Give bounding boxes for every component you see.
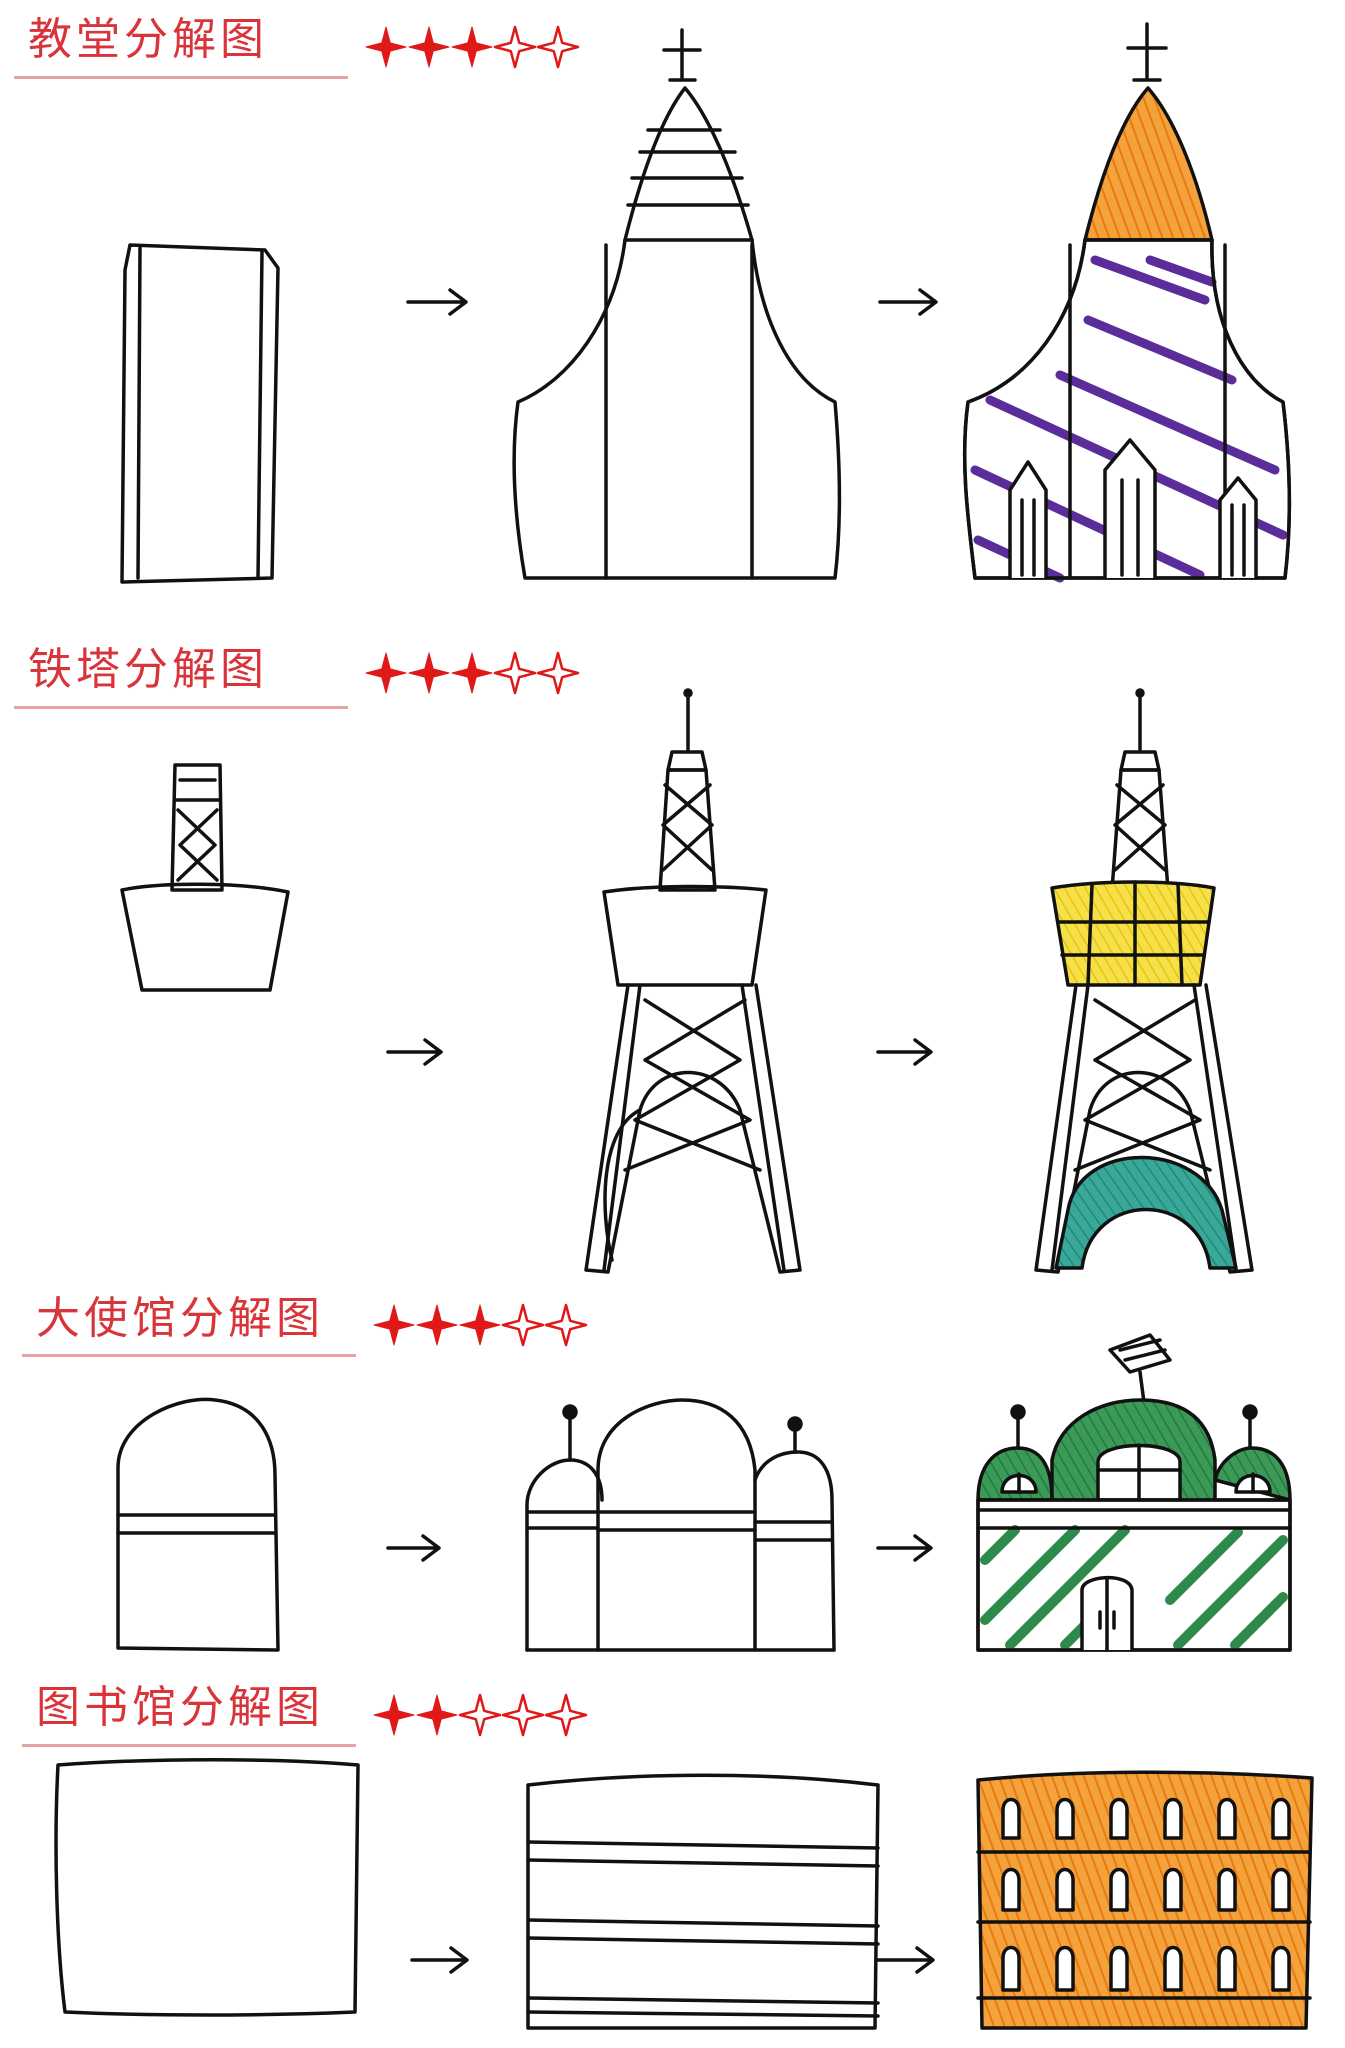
star-outline-icon xyxy=(501,1693,545,1737)
star-filled-icon xyxy=(373,1304,415,1346)
section-title-embassy: 大使馆分解图 xyxy=(36,1293,324,1344)
star-filled-icon xyxy=(416,1694,458,1736)
tower-step-2 xyxy=(584,688,802,1274)
step-arrow xyxy=(386,1038,443,1066)
church-step-2 xyxy=(512,28,842,580)
star-filled-icon xyxy=(459,1304,501,1346)
section-title-church: 教堂分解图 xyxy=(28,14,268,65)
step-arrow xyxy=(386,1534,441,1562)
star-outline-icon xyxy=(536,651,580,695)
step-arrow xyxy=(876,1038,933,1066)
star-outline-icon xyxy=(536,25,580,69)
section-divider xyxy=(22,1744,356,1747)
library-step-1 xyxy=(54,1758,360,2017)
star-outline-icon xyxy=(458,1693,502,1737)
star-outline-icon xyxy=(544,1303,588,1347)
difficulty-rating-embassy xyxy=(373,1303,588,1347)
embassy-step-1 xyxy=(116,1397,280,1652)
difficulty-rating-library xyxy=(373,1693,588,1737)
section-divider xyxy=(22,1354,356,1357)
difficulty-rating-tower xyxy=(365,651,580,695)
star-filled-icon xyxy=(365,26,407,68)
step-arrow xyxy=(876,1946,935,1974)
section-title-tower: 铁塔分解图 xyxy=(28,644,268,695)
section-title-library: 图书馆分解图 xyxy=(36,1682,324,1733)
step-arrow xyxy=(406,288,468,316)
star-outline-icon xyxy=(544,1693,588,1737)
star-filled-icon xyxy=(373,1694,415,1736)
section-divider xyxy=(14,706,348,709)
star-filled-icon xyxy=(365,652,407,694)
section-divider xyxy=(14,76,348,79)
star-outline-icon xyxy=(501,1303,545,1347)
step-arrow xyxy=(876,1534,933,1562)
star-outline-icon xyxy=(493,651,537,695)
step-arrow xyxy=(410,1946,469,1974)
embassy-step-2 xyxy=(525,1398,836,1652)
library-step-3 xyxy=(976,1770,1314,2030)
embassy-step-3 xyxy=(976,1333,1292,1652)
star-filled-icon xyxy=(451,26,493,68)
church-step-3 xyxy=(962,22,1292,583)
star-filled-icon xyxy=(416,1304,458,1346)
star-filled-icon xyxy=(408,26,450,68)
church-step-1 xyxy=(120,243,280,584)
star-filled-icon xyxy=(451,652,493,694)
library-step-2 xyxy=(526,1773,880,2030)
star-filled-icon xyxy=(408,652,450,694)
tower-step-3 xyxy=(1034,688,1254,1274)
step-arrow xyxy=(878,288,938,316)
tower-step-1 xyxy=(120,763,290,992)
star-outline-icon xyxy=(493,25,537,69)
difficulty-rating-church xyxy=(365,25,580,69)
